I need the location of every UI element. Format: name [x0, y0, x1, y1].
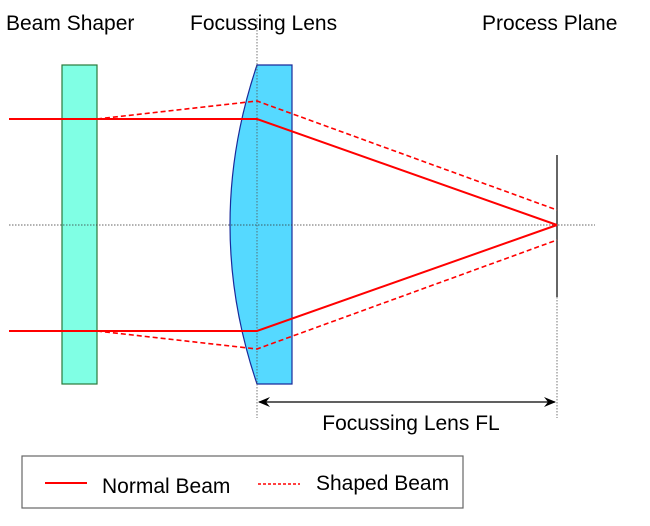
normal-beam-upper — [9, 118, 558, 226]
legend-normal-label: Normal Beam — [102, 475, 230, 498]
focal-length-label: Focussing Lens FL — [322, 412, 499, 435]
focussing-lens-label: Focussing Lens — [190, 12, 337, 35]
legend-shaped-label: Shaped Beam — [316, 472, 449, 495]
beam-shaper-label: Beam Shaper — [6, 12, 134, 35]
shaped-beam-lower — [96, 239, 558, 350]
normal-beam-lower — [9, 224, 558, 332]
beam-shaper-element — [61, 64, 98, 385]
legend: Normal Beam Shaped Beam — [21, 455, 464, 509]
shaped-beam-upper — [96, 100, 558, 211]
legend-box — [21, 455, 464, 509]
process-plane-label: Process Plane — [482, 12, 617, 35]
focussing-lens-element — [229, 64, 293, 385]
